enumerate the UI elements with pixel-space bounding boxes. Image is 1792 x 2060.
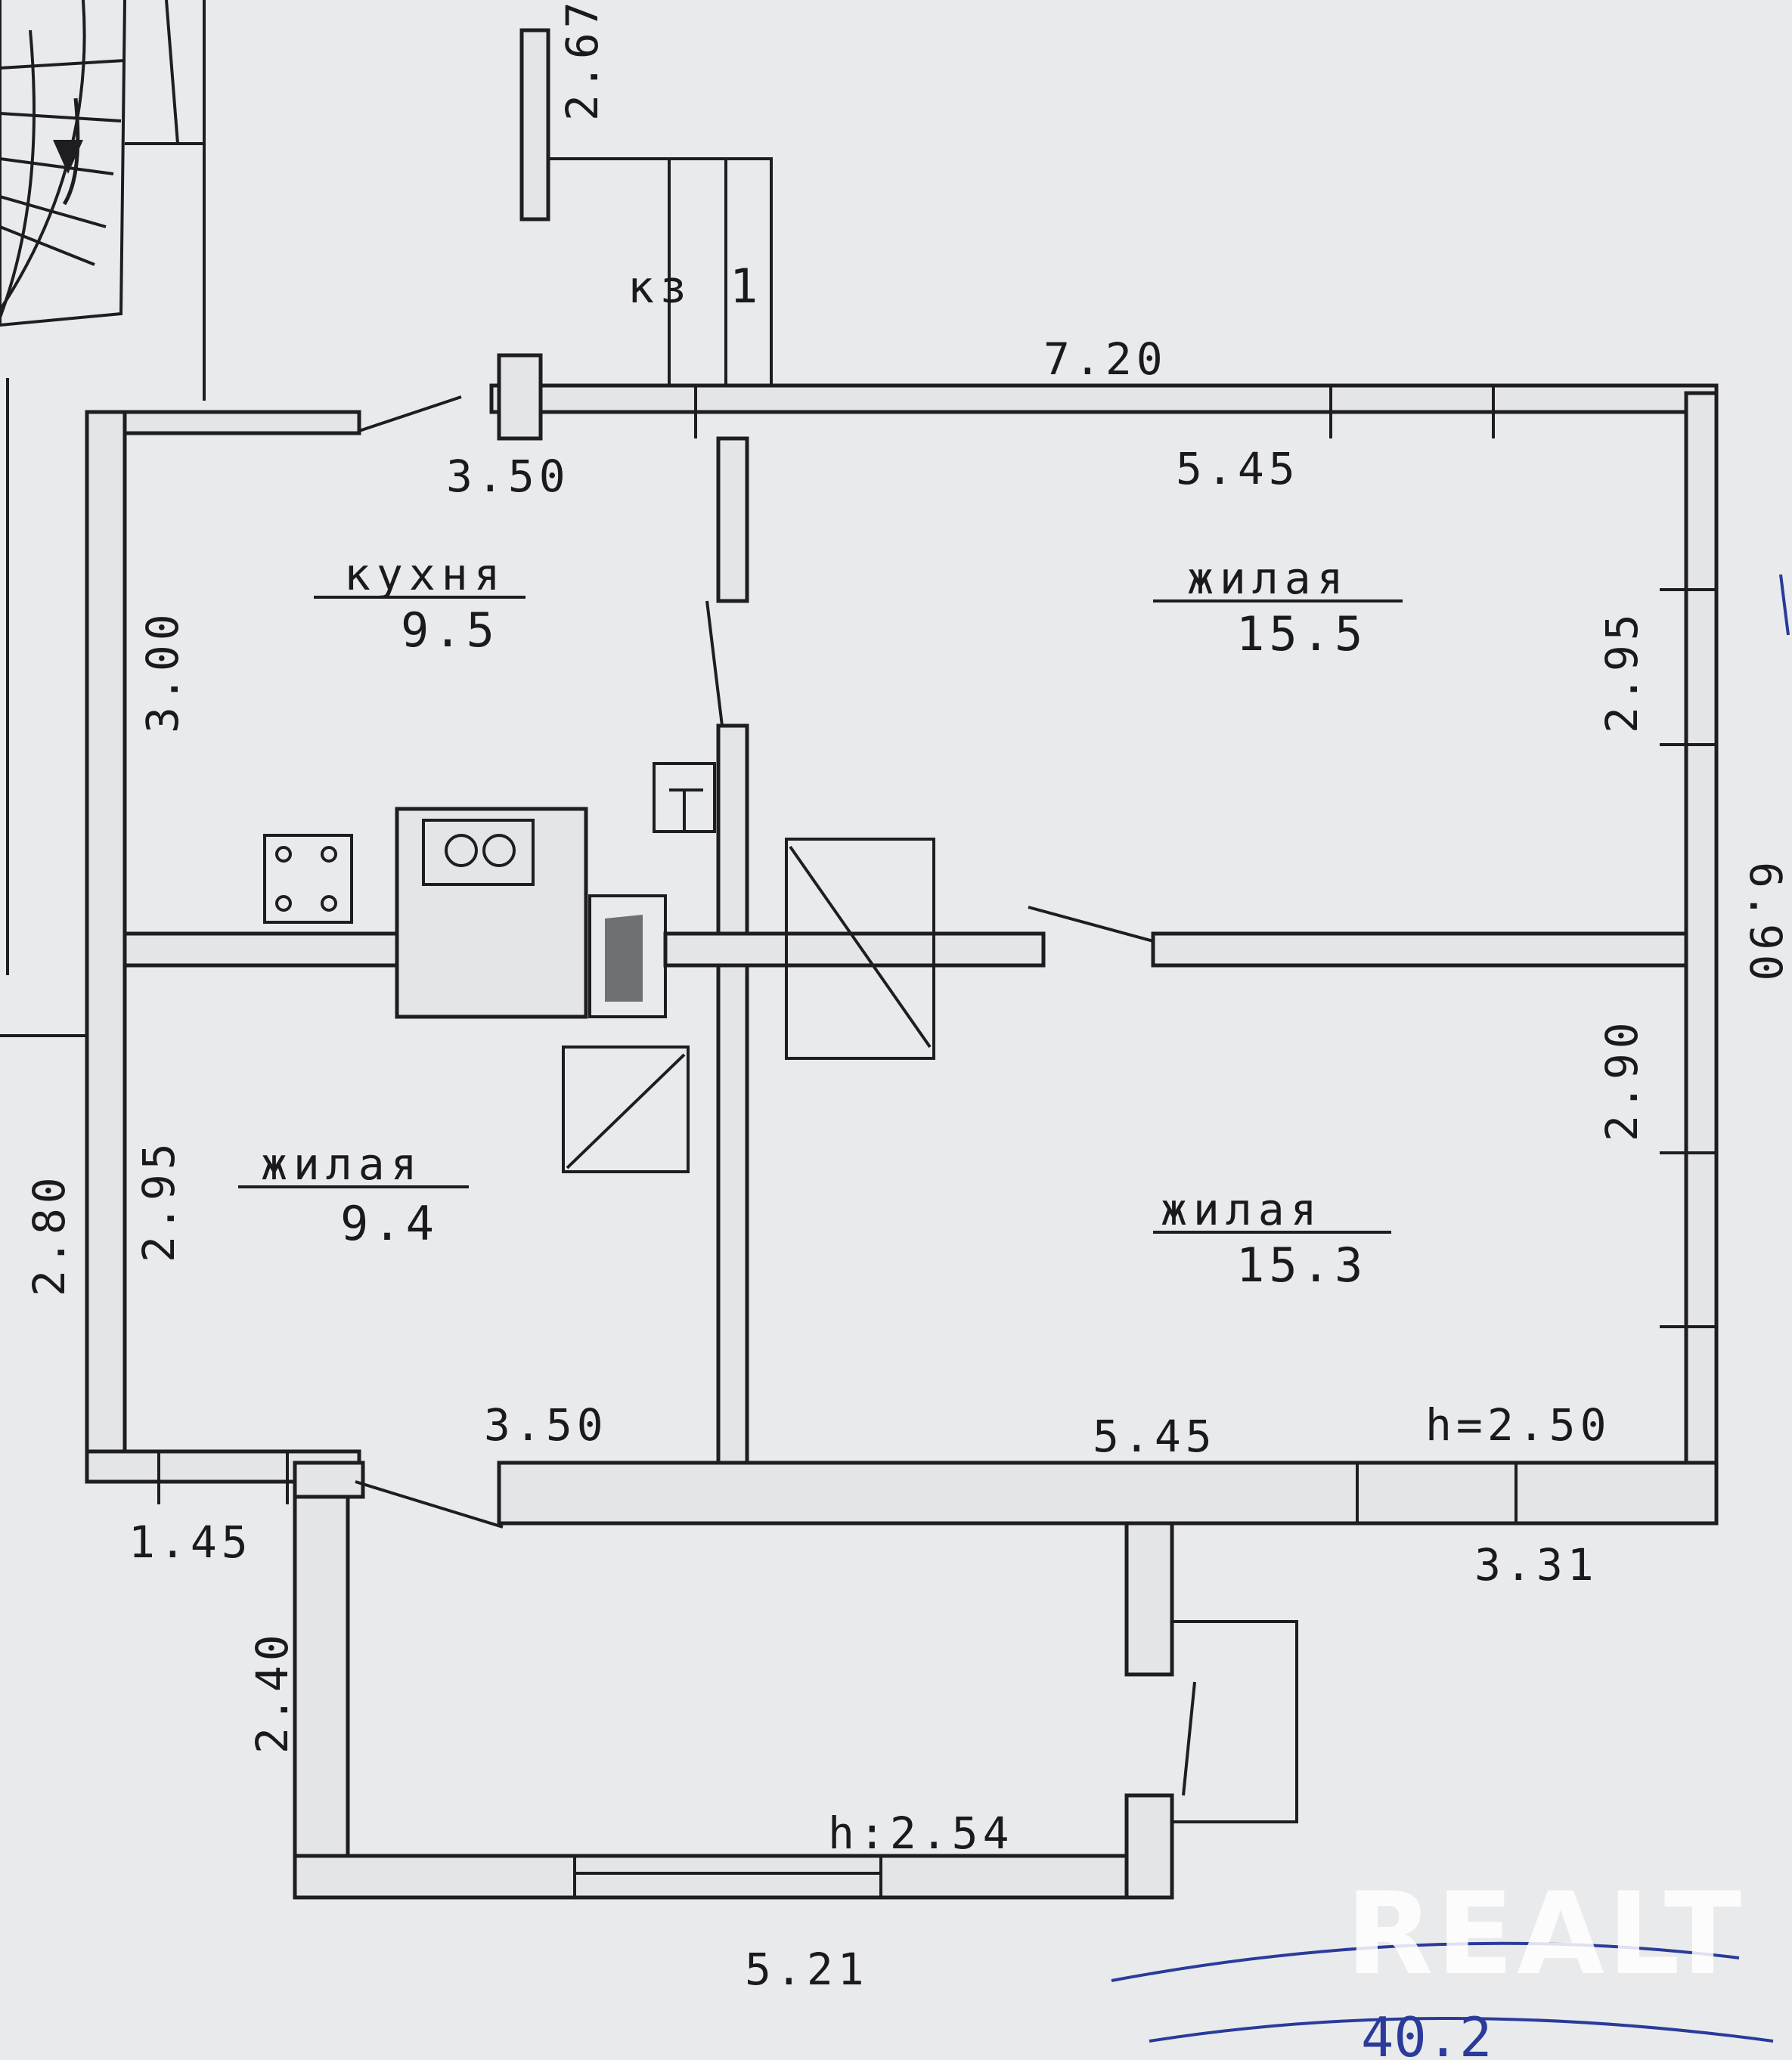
kitchen-appliances: [263, 762, 716, 1019]
door-living-se: [1028, 906, 1154, 943]
dim-living-se-bottom: 5.45: [1093, 1411, 1217, 1462]
dimensions: 7.20 3.50 5.45 2.67 3.00 2.95 6.90 2.90 …: [23, 0, 1791, 1995]
dim-height-porch: h:2.54: [828, 1808, 1014, 1859]
handwritten-total: 40.2: [1361, 2006, 1492, 2060]
chimneys: [562, 838, 935, 1173]
dim-outer-left: 2.80: [23, 1172, 75, 1296]
dim-living-w-left: 2.95: [133, 1138, 184, 1262]
staircase: [0, 0, 206, 401]
dim-total-right: 6.90: [1740, 862, 1791, 986]
dim-porch-left: 2.40: [246, 1630, 298, 1754]
chimney-icon: [785, 838, 935, 1060]
realt-watermark: REALT: [1346, 1869, 1744, 2000]
oven-icon: [395, 807, 588, 1019]
door-entry-top: [358, 395, 462, 432]
heater-icon: [588, 894, 667, 1018]
kitchen-area: 9.5: [401, 603, 499, 658]
door-porch: [355, 1480, 504, 1529]
arrow-head-icon: [53, 140, 83, 174]
dim-kitchen-left: 3.00: [137, 609, 188, 733]
inner-walls: [122, 395, 1688, 1465]
living-ne-name: жилая: [1187, 553, 1350, 604]
dim-top-total: 7.20: [1043, 333, 1167, 385]
handwritten-note: 40.2: [1111, 574, 1790, 2060]
dim-entry-left-top: 1.45: [129, 1516, 253, 1568]
kitchen-name: кухня: [344, 549, 507, 600]
dim-porch-right: 3.31: [1474, 1539, 1598, 1591]
dim-living-ne-top: 5.45: [1176, 443, 1300, 494]
door-porch-side: [1182, 1681, 1196, 1796]
stair-direction-arrow: [62, 98, 80, 206]
dim-stair-right: 2.67: [557, 0, 608, 121]
outer-walls: [85, 353, 1719, 1526]
dim-height-main: h=2.50: [1425, 1399, 1611, 1451]
dim-living-ne-right: 2.95: [1596, 609, 1648, 733]
dim-kitchen-top: 3.50: [446, 451, 570, 502]
living-w-name: жилая: [261, 1138, 423, 1190]
living-ne-area: 15.5: [1236, 606, 1367, 661]
porch: [293, 1461, 1298, 1900]
living-se-name: жилая: [1161, 1184, 1323, 1235]
dim-living-w-bottom: 3.50: [484, 1399, 608, 1451]
closet-label: кз: [628, 262, 693, 313]
living-w-area: 9.4: [340, 1196, 439, 1251]
room-labels: кухня 9.5 жилая 15.5 жилая 9.4 жилая 15.…: [238, 549, 1403, 1293]
dim-living-se-right: 2.90: [1596, 1018, 1648, 1142]
door-kitchen: [705, 600, 724, 726]
living-se-area: 15.3: [1236, 1238, 1367, 1293]
duct-icon: [562, 1045, 690, 1173]
stove-icon: [263, 834, 353, 924]
closet-number: 1: [730, 259, 762, 314]
dim-porch-bottom: 5.21: [745, 1944, 869, 1995]
